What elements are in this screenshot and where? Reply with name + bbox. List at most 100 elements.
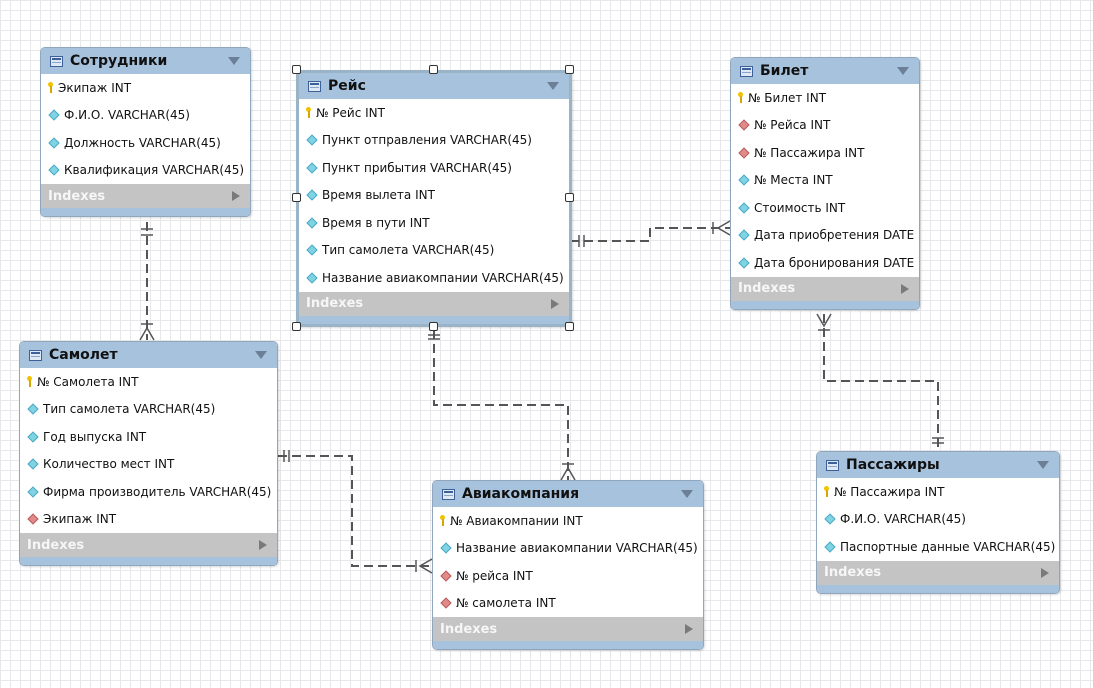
table-column[interactable]: № Авиакомпании INT xyxy=(433,507,703,535)
table-column[interactable]: Фирма производитель VARCHAR(45) xyxy=(20,478,277,506)
table-column[interactable]: № Пассажира INT xyxy=(817,478,1059,506)
resize-handle[interactable] xyxy=(565,322,574,331)
key-icon xyxy=(824,486,829,498)
column-label: Название авиакомпании VARCHAR(45) xyxy=(456,541,698,556)
column-label: № Места INT xyxy=(754,173,833,188)
expand-arrow-icon[interactable] xyxy=(551,298,559,309)
resize-handle[interactable] xyxy=(565,193,574,202)
attribute-diamond-icon xyxy=(738,257,750,269)
rel-reis-aviakompaniya[interactable] xyxy=(433,330,569,480)
table-column[interactable]: № Билет INT xyxy=(731,84,919,112)
indexes-section[interactable]: Indexes xyxy=(20,533,277,557)
column-list: № Авиакомпании INT Название авиакомпании … xyxy=(433,507,703,617)
table-column[interactable]: Квалификация VARCHAR(45) xyxy=(41,157,250,185)
table-footer xyxy=(731,300,919,309)
table-column[interactable]: № Самолета INT xyxy=(20,368,277,396)
expand-arrow-icon[interactable] xyxy=(901,283,909,294)
collapse-arrow-icon[interactable] xyxy=(547,82,559,90)
resize-handle[interactable] xyxy=(565,65,574,74)
table-column[interactable]: Паспортные данные VARCHAR(45) xyxy=(817,533,1059,561)
table-column[interactable]: Экипаж INT xyxy=(20,506,277,534)
table-name: Пассажиры xyxy=(846,457,940,473)
indexes-section[interactable]: Indexes xyxy=(41,184,250,208)
crows-foot-mark xyxy=(716,220,731,236)
table-column[interactable]: № Пассажира INT xyxy=(731,139,919,167)
key-icon xyxy=(440,515,445,527)
indexes-section[interactable]: Indexes xyxy=(817,560,1059,585)
key-icon xyxy=(738,92,743,104)
rel-samolet-aviakompaniya[interactable] xyxy=(278,455,432,567)
table-sotrudniki[interactable]: Сотрудники Экипаж INT Ф.И.О. VARCHAR(45) Д… xyxy=(40,47,251,217)
indexes-section[interactable]: Indexes xyxy=(299,291,569,316)
rel-bilet-passazhiry[interactable] xyxy=(823,314,939,451)
table-name: Сотрудники xyxy=(70,53,168,69)
table-name: Билет xyxy=(760,63,809,79)
resize-handle[interactable] xyxy=(292,65,301,74)
table-column[interactable]: Должность VARCHAR(45) xyxy=(41,129,250,157)
resize-handle[interactable] xyxy=(292,193,301,202)
table-column[interactable]: Год выпуска INT xyxy=(20,423,277,451)
table-header[interactable]: Самолет xyxy=(20,342,277,368)
resize-handle[interactable] xyxy=(429,65,438,74)
column-label: Ф.И.О. VARCHAR(45) xyxy=(64,108,190,123)
table-column[interactable]: Ф.И.О. VARCHAR(45) xyxy=(817,506,1059,534)
table-icon xyxy=(29,349,42,361)
resize-handle[interactable] xyxy=(429,322,438,331)
table-header[interactable]: Пассажиры xyxy=(817,452,1059,478)
table-icon xyxy=(50,55,63,67)
column-label: № Билет INT xyxy=(748,90,827,105)
indexes-label: Indexes xyxy=(738,281,796,296)
table-column[interactable]: Стоимость INT xyxy=(731,194,919,222)
table-column[interactable]: № самолета INT xyxy=(433,590,703,618)
table-column[interactable]: № Места INT xyxy=(731,167,919,195)
table-column[interactable]: Дата приобретения DATE xyxy=(731,222,919,250)
rel-reis-bilet[interactable] xyxy=(570,227,730,242)
collapse-arrow-icon[interactable] xyxy=(1037,461,1049,469)
table-column[interactable]: № Рейс INT xyxy=(299,99,569,127)
table-aviakompaniya[interactable]: Авиакомпания № Авиакомпании INT Название … xyxy=(432,480,704,650)
expand-arrow-icon[interactable] xyxy=(685,624,693,634)
attribute-diamond-icon xyxy=(824,513,836,525)
indexes-section[interactable]: Indexes xyxy=(731,276,919,301)
resize-handle[interactable] xyxy=(292,322,301,331)
table-column[interactable]: Время вылета INT xyxy=(299,182,569,210)
collapse-arrow-icon[interactable] xyxy=(897,67,909,75)
table-column[interactable]: Пункт прибытия VARCHAR(45) xyxy=(299,154,569,182)
collapse-arrow-icon[interactable] xyxy=(228,57,240,65)
table-footer xyxy=(817,584,1059,593)
table-header[interactable]: Рейс xyxy=(299,73,569,99)
expand-arrow-icon[interactable] xyxy=(232,191,240,201)
table-header[interactable]: Сотрудники xyxy=(41,48,250,74)
table-column[interactable]: Название авиакомпании VARCHAR(45) xyxy=(299,264,569,292)
column-label: Дата бронирования DATE xyxy=(754,255,915,270)
indexes-section[interactable]: Indexes xyxy=(433,617,703,641)
collapse-arrow-icon[interactable] xyxy=(681,490,693,498)
column-label: № Самолета INT xyxy=(37,374,139,389)
table-column[interactable]: Название авиакомпании VARCHAR(45) xyxy=(433,535,703,563)
table-header[interactable]: Авиакомпания xyxy=(433,481,703,507)
collapse-arrow-icon[interactable] xyxy=(255,351,267,359)
table-column[interactable]: № рейса INT xyxy=(433,562,703,590)
table-column[interactable]: Количество мест INT xyxy=(20,451,277,479)
table-name: Авиакомпания xyxy=(462,486,580,502)
table-column[interactable]: Экипаж INT xyxy=(41,74,250,102)
table-column[interactable]: Дата бронирования DATE xyxy=(731,249,919,277)
column-label: Стоимость INT xyxy=(754,200,846,215)
table-column[interactable]: Время в пути INT xyxy=(299,209,569,237)
expand-arrow-icon[interactable] xyxy=(1041,567,1049,578)
expand-arrow-icon[interactable] xyxy=(259,540,267,550)
column-label: № Авиакомпании INT xyxy=(450,513,583,528)
indexes-label: Indexes xyxy=(440,621,498,637)
table-column[interactable]: Тип самолета VARCHAR(45) xyxy=(299,237,569,265)
table-samolet[interactable]: Самолет № Самолета INT Тип самолета VARCH… xyxy=(19,341,278,566)
table-column[interactable]: Ф.И.О. VARCHAR(45) xyxy=(41,102,250,130)
table-column[interactable]: Тип самолета VARCHAR(45) xyxy=(20,396,277,424)
attribute-diamond-icon xyxy=(48,109,60,121)
table-column[interactable]: № Рейса INT xyxy=(731,112,919,140)
table-column[interactable]: Пункт отправления VARCHAR(45) xyxy=(299,127,569,155)
table-header[interactable]: Билет xyxy=(731,58,919,84)
